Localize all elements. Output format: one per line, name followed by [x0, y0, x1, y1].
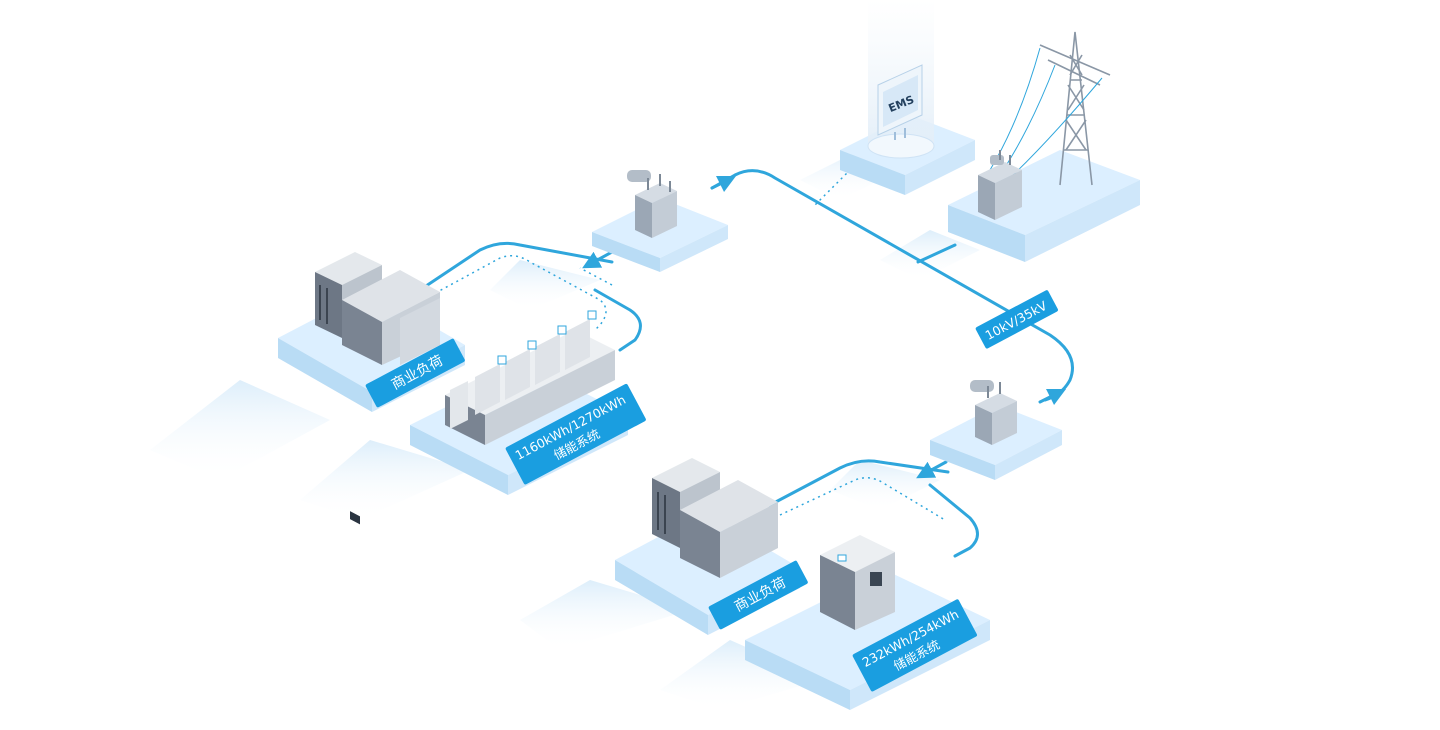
bottom-site-feed-line — [768, 459, 950, 507]
power-lines — [418, 169, 1074, 558]
commercial-building-icon — [652, 458, 778, 578]
commercial-building-icon — [315, 252, 440, 525]
bottom-transformer-icon — [970, 380, 1017, 445]
bottom-storage-feed-line — [928, 483, 979, 558]
ems-unit: EMS — [840, 0, 975, 195]
grid-transformer-icon — [978, 150, 1022, 220]
grid-connection-unit — [948, 31, 1140, 262]
battery-cabinets-icon — [445, 310, 615, 445]
top-storage-feed-line — [593, 288, 642, 352]
ground-shadows — [150, 150, 980, 710]
top-transformer-unit — [592, 170, 728, 272]
top-transformer-icon — [627, 170, 677, 238]
communication-lines — [429, 164, 946, 521]
battery-cabinet-icon — [820, 535, 895, 630]
bottom-transformer-unit — [930, 380, 1062, 480]
grid-feed-line — [916, 243, 957, 264]
top-site-feed-line — [418, 241, 614, 292]
